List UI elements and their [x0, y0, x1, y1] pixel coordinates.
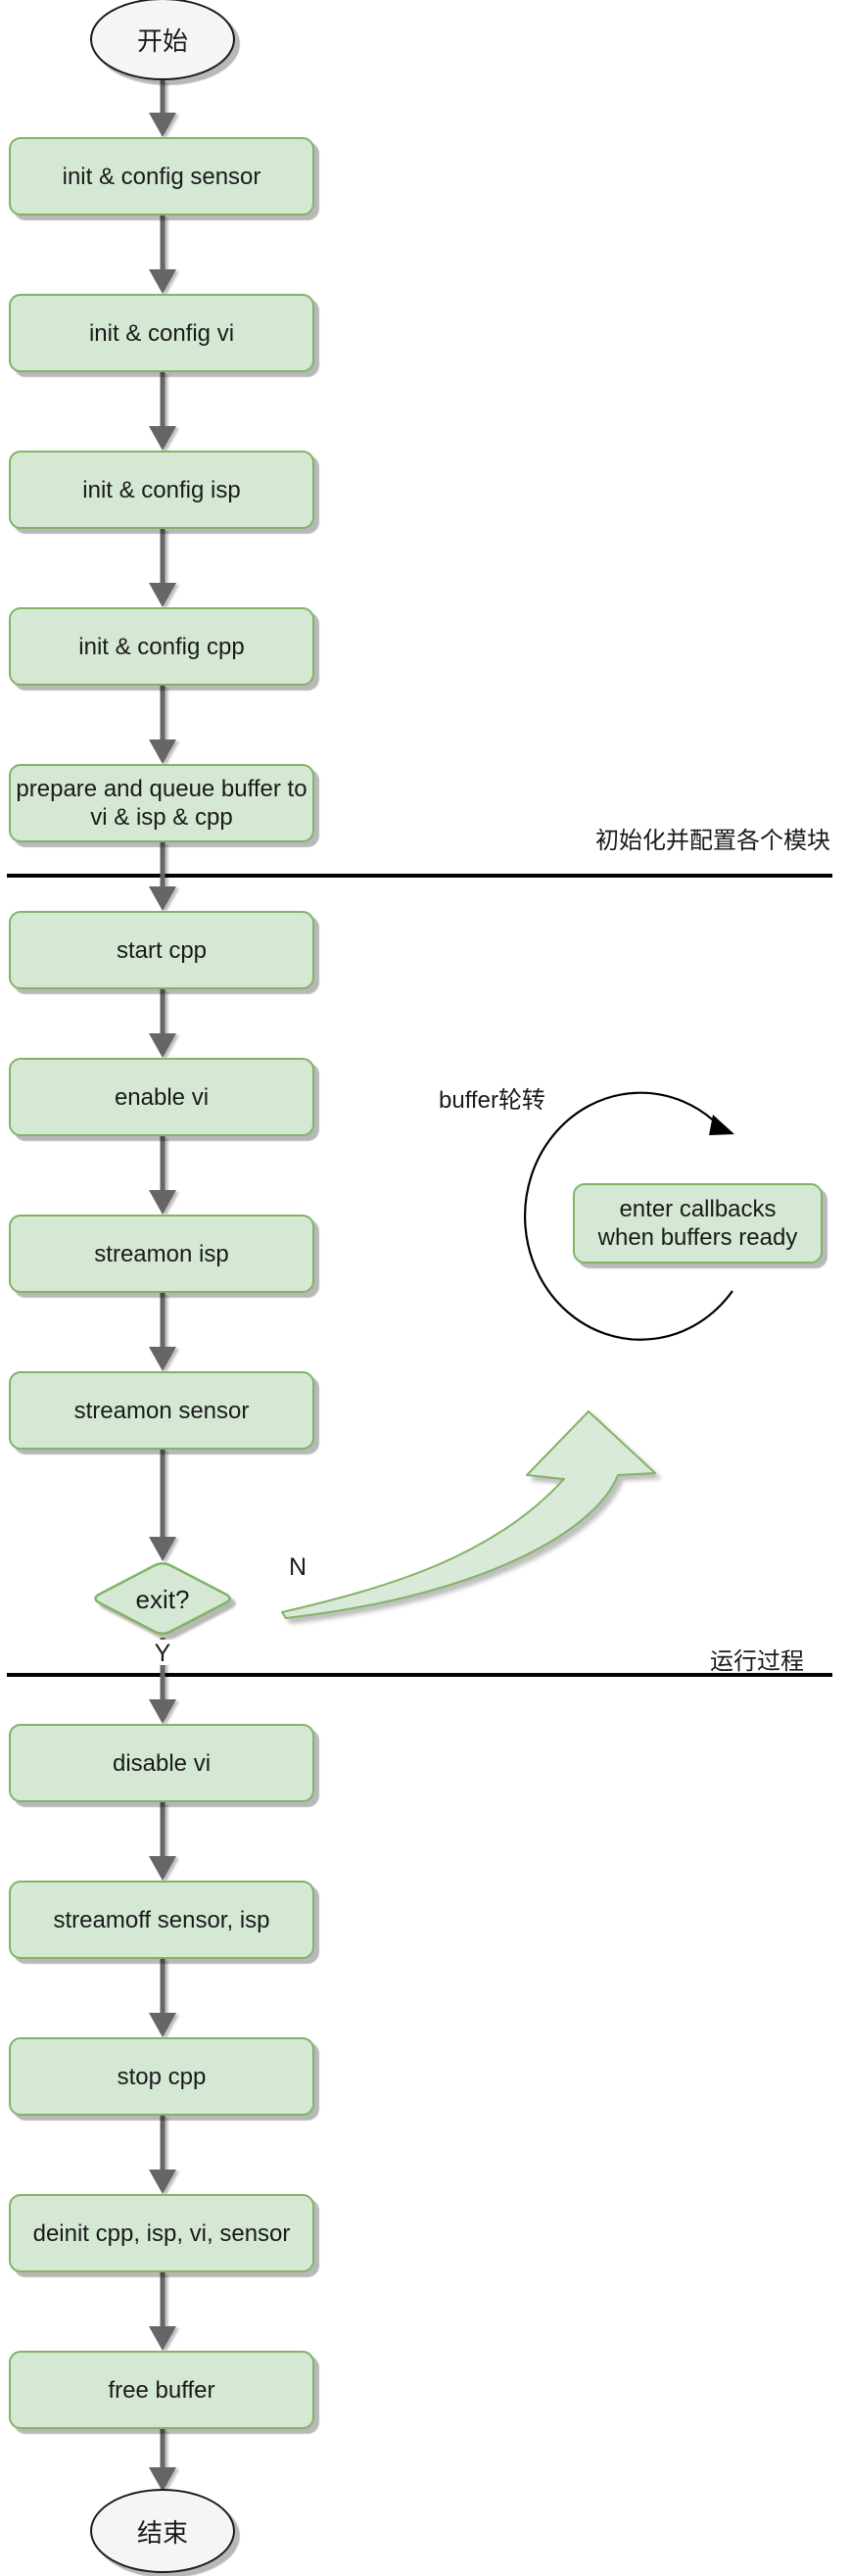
- node-start-cpp: start cpp: [9, 911, 314, 989]
- node-init-config-cpp: init & config cpp: [9, 607, 314, 686]
- buffer-loop-arrow: [524, 1091, 733, 1341]
- node-streamon-sensor: streamon sensor: [9, 1371, 314, 1450]
- connector-stopcpp-to-deinit: [149, 2116, 176, 2194]
- node-enable-vi: enable vi: [9, 1058, 314, 1136]
- connector-deinit-to-freebuffer: [149, 2272, 176, 2351]
- node-init-config-sensor: init & config sensor: [9, 137, 314, 215]
- connector-startcpp-to-enablevi: [149, 989, 176, 1058]
- terminal-start: 开始: [90, 0, 235, 80]
- section-label-run: 运行过程: [710, 1648, 804, 1675]
- node-prepare-queue-buffer: prepare and queue buffer to vi & isp & c…: [9, 764, 314, 842]
- node-init-config-vi: init & config vi: [9, 294, 314, 372]
- terminal-end: 结束: [90, 2489, 235, 2573]
- node-streamon-isp: streamon isp: [9, 1215, 314, 1293]
- node-enter-callbacks: enter callbacks when buffers ready: [573, 1183, 823, 1264]
- connector-freebuffer-to-end: [149, 2429, 176, 2492]
- section-label-init: 初始化并配置各个模块: [595, 828, 830, 854]
- connector-streamoff-to-stopcpp: [149, 1959, 176, 2037]
- connector-buffer-to-startcpp: [149, 842, 176, 911]
- node-free-buffer: free buffer: [9, 2351, 314, 2429]
- decision-no-label: N: [288, 1553, 307, 1581]
- buffer-loop-arrowhead: [709, 1115, 734, 1135]
- connector-sensor-to-vi: [149, 215, 176, 294]
- connector-streamonsensor-to-exit: [149, 1450, 176, 1561]
- buffer-loop-label: buffer轮转: [439, 1087, 545, 1114]
- connector-disablevi-to-streamoff: [149, 1802, 176, 1881]
- connector-start-to-sensor: [149, 80, 176, 137]
- decision-diamond-exit: [94, 1562, 231, 1635]
- connector-cpp-to-buffer: [149, 686, 176, 764]
- node-disable-vi: disable vi: [9, 1724, 314, 1802]
- connector-enablevi-to-streamonisp: [149, 1136, 176, 1215]
- connector-streamonisp-to-streamonsensor: [149, 1293, 176, 1371]
- connector-isp-to-cpp: [149, 529, 176, 607]
- no-branch-swoosh-arrow: [281, 1410, 656, 1619]
- node-deinit-all: deinit cpp, isp, vi, sensor: [9, 2194, 314, 2272]
- decision-label-exit: exit?: [135, 1585, 190, 1614]
- decision-yes-label: Y: [149, 1640, 176, 1667]
- node-streamoff-sensor-isp: streamoff sensor, isp: [9, 1881, 314, 1959]
- connector-vi-to-isp: [149, 372, 176, 451]
- node-stop-cpp: stop cpp: [9, 2037, 314, 2116]
- node-init-config-isp: init & config isp: [9, 451, 314, 529]
